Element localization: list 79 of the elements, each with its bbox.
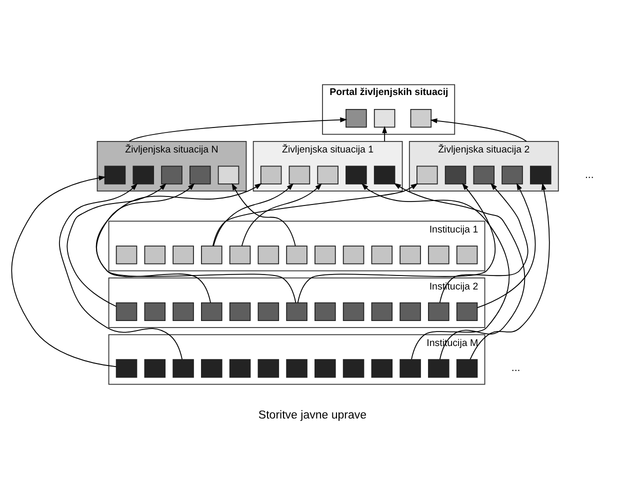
arrow bbox=[430, 118, 527, 142]
node-box bbox=[132, 165, 154, 184]
node-box bbox=[172, 245, 194, 264]
node-box bbox=[346, 108, 367, 128]
arrow bbox=[59, 182, 183, 360]
node-box bbox=[286, 358, 308, 378]
arrow bbox=[361, 182, 510, 360]
node-box bbox=[258, 302, 280, 320]
arrow bbox=[394, 182, 526, 360]
node-box bbox=[116, 302, 138, 320]
node-box bbox=[444, 165, 466, 184]
node-box bbox=[144, 358, 166, 378]
node-box bbox=[229, 302, 251, 320]
label: ... bbox=[584, 168, 594, 180]
node-box bbox=[346, 165, 367, 184]
arrow bbox=[128, 116, 348, 142]
node-box bbox=[172, 302, 194, 320]
cluster: Institucija 1 bbox=[108, 220, 486, 271]
node-box bbox=[314, 245, 336, 264]
node-box bbox=[314, 358, 336, 378]
node-box bbox=[473, 165, 495, 184]
arrow bbox=[297, 182, 496, 303]
node-box bbox=[116, 245, 138, 264]
node-box bbox=[530, 165, 552, 184]
arrow bbox=[96, 182, 296, 303]
node-box bbox=[371, 302, 393, 320]
node-box bbox=[201, 245, 222, 264]
node-box bbox=[201, 302, 222, 320]
node-box bbox=[317, 165, 338, 184]
label: ... bbox=[511, 362, 520, 374]
arrow bbox=[241, 182, 322, 246]
node-box bbox=[400, 358, 421, 378]
node-box bbox=[189, 165, 211, 184]
node-box bbox=[218, 165, 240, 184]
node-box bbox=[456, 358, 478, 378]
node-box bbox=[400, 245, 421, 264]
node-box bbox=[342, 358, 364, 378]
node-box bbox=[286, 302, 308, 320]
node-box bbox=[342, 245, 364, 264]
node-box bbox=[144, 302, 166, 320]
node-box bbox=[342, 302, 364, 320]
node-box bbox=[410, 108, 432, 128]
node-box bbox=[371, 245, 393, 264]
arrow bbox=[11, 175, 117, 367]
node-box bbox=[374, 165, 396, 184]
node-box bbox=[314, 302, 336, 320]
arrow bbox=[232, 182, 296, 246]
arrow bbox=[66, 182, 166, 306]
node-box bbox=[229, 245, 251, 264]
node-box bbox=[201, 358, 222, 378]
caption: Storitve javne uprave bbox=[258, 409, 367, 422]
arrow bbox=[96, 182, 262, 302]
node-box bbox=[502, 165, 523, 184]
node-box bbox=[428, 245, 450, 264]
node-box bbox=[456, 245, 478, 264]
node-box bbox=[172, 358, 194, 378]
node-box bbox=[416, 165, 438, 184]
node-box bbox=[286, 245, 308, 264]
arrow bbox=[470, 182, 550, 360]
node-box bbox=[258, 358, 280, 378]
node-box bbox=[116, 358, 138, 378]
arrow bbox=[382, 126, 388, 142]
node-box bbox=[371, 358, 393, 378]
node-box bbox=[428, 302, 450, 320]
node-box bbox=[288, 165, 310, 184]
node-box bbox=[260, 165, 282, 184]
arrow bbox=[213, 182, 294, 246]
node-box bbox=[144, 245, 166, 264]
node-box bbox=[104, 165, 126, 184]
arrow bbox=[476, 182, 536, 308]
node-box bbox=[400, 302, 421, 320]
node-box bbox=[229, 358, 251, 378]
arrow bbox=[212, 182, 418, 246]
node-box bbox=[161, 165, 182, 184]
node-box bbox=[258, 245, 280, 264]
arrow bbox=[439, 182, 528, 303]
node-box bbox=[428, 358, 450, 378]
node-box bbox=[374, 108, 396, 128]
node-box bbox=[456, 302, 478, 320]
